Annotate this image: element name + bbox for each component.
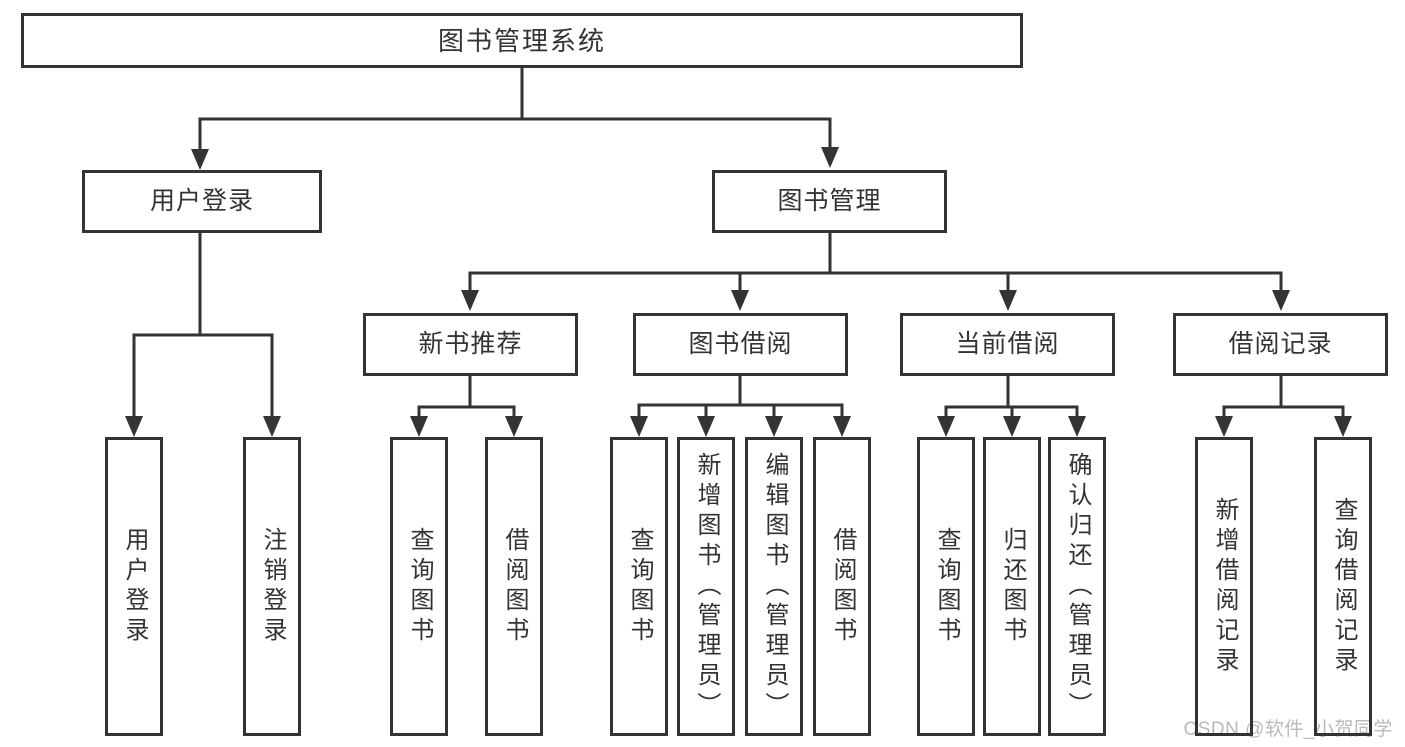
node-book-borrow: 图书借阅 xyxy=(633,313,848,376)
arrowheads xyxy=(125,147,1352,437)
leaf-query-books-current: 查询图书 xyxy=(917,437,975,736)
node-label: 借阅记录 xyxy=(1228,330,1333,358)
leaf-borrow-books: 借阅图书 xyxy=(813,437,871,736)
node-label: 新增图书（管理员） xyxy=(693,451,720,722)
node-label: 查询图书 xyxy=(406,526,433,647)
leaf-confirm-return-admin: 确认归还（管理员） xyxy=(1048,437,1106,736)
node-label: 新书推荐 xyxy=(418,330,523,358)
node-label: 新增借阅记录 xyxy=(1211,496,1238,677)
node-label: 确认归还（管理员） xyxy=(1064,451,1091,722)
csdn-watermark: CSDN @软件_小贺同学 xyxy=(1183,719,1393,740)
node-label: 查询借阅记录 xyxy=(1330,496,1357,677)
node-label: 图书管理系统 xyxy=(437,25,606,56)
leaf-user-login: 用户登录 xyxy=(105,437,163,736)
node-label: 用户登录 xyxy=(121,526,148,647)
leaf-query-books-borrow: 查询图书 xyxy=(610,437,668,736)
node-label: 归还图书 xyxy=(999,526,1026,647)
node-current-borrow: 当前借阅 xyxy=(900,313,1115,376)
node-label: 借阅图书 xyxy=(501,526,528,647)
leaf-logout: 注销登录 xyxy=(243,437,301,736)
leaf-add-borrow-record: 新增借阅记录 xyxy=(1195,437,1253,736)
node-label: 编辑图书（管理员） xyxy=(761,451,788,722)
leaf-return-book: 归还图书 xyxy=(983,437,1041,736)
node-library-system: 图书管理系统 xyxy=(21,13,1023,68)
node-label: 用户登录 xyxy=(149,187,254,215)
node-label: 注销登录 xyxy=(259,526,286,647)
node-label: 图书借阅 xyxy=(688,330,793,358)
node-label: 查询图书 xyxy=(626,526,653,647)
node-borrow-records: 借阅记录 xyxy=(1173,313,1388,376)
leaf-edit-book-admin: 编辑图书（管理员） xyxy=(745,437,803,736)
node-user-login: 用户登录 xyxy=(82,170,322,233)
node-new-book-recommend: 新书推荐 xyxy=(363,313,578,376)
node-label: 图书管理 xyxy=(777,187,882,215)
node-label: 查询图书 xyxy=(933,526,960,647)
node-label: 当前借阅 xyxy=(955,330,1060,358)
leaf-query-borrow-record: 查询借阅记录 xyxy=(1314,437,1372,736)
leaf-borrow-books-recommend: 借阅图书 xyxy=(485,437,543,736)
leaf-query-books-recommend: 查询图书 xyxy=(390,437,448,736)
leaf-add-book-admin: 新增图书（管理员） xyxy=(677,437,735,736)
node-book-management: 图书管理 xyxy=(712,170,947,233)
node-label: 借阅图书 xyxy=(829,526,856,647)
